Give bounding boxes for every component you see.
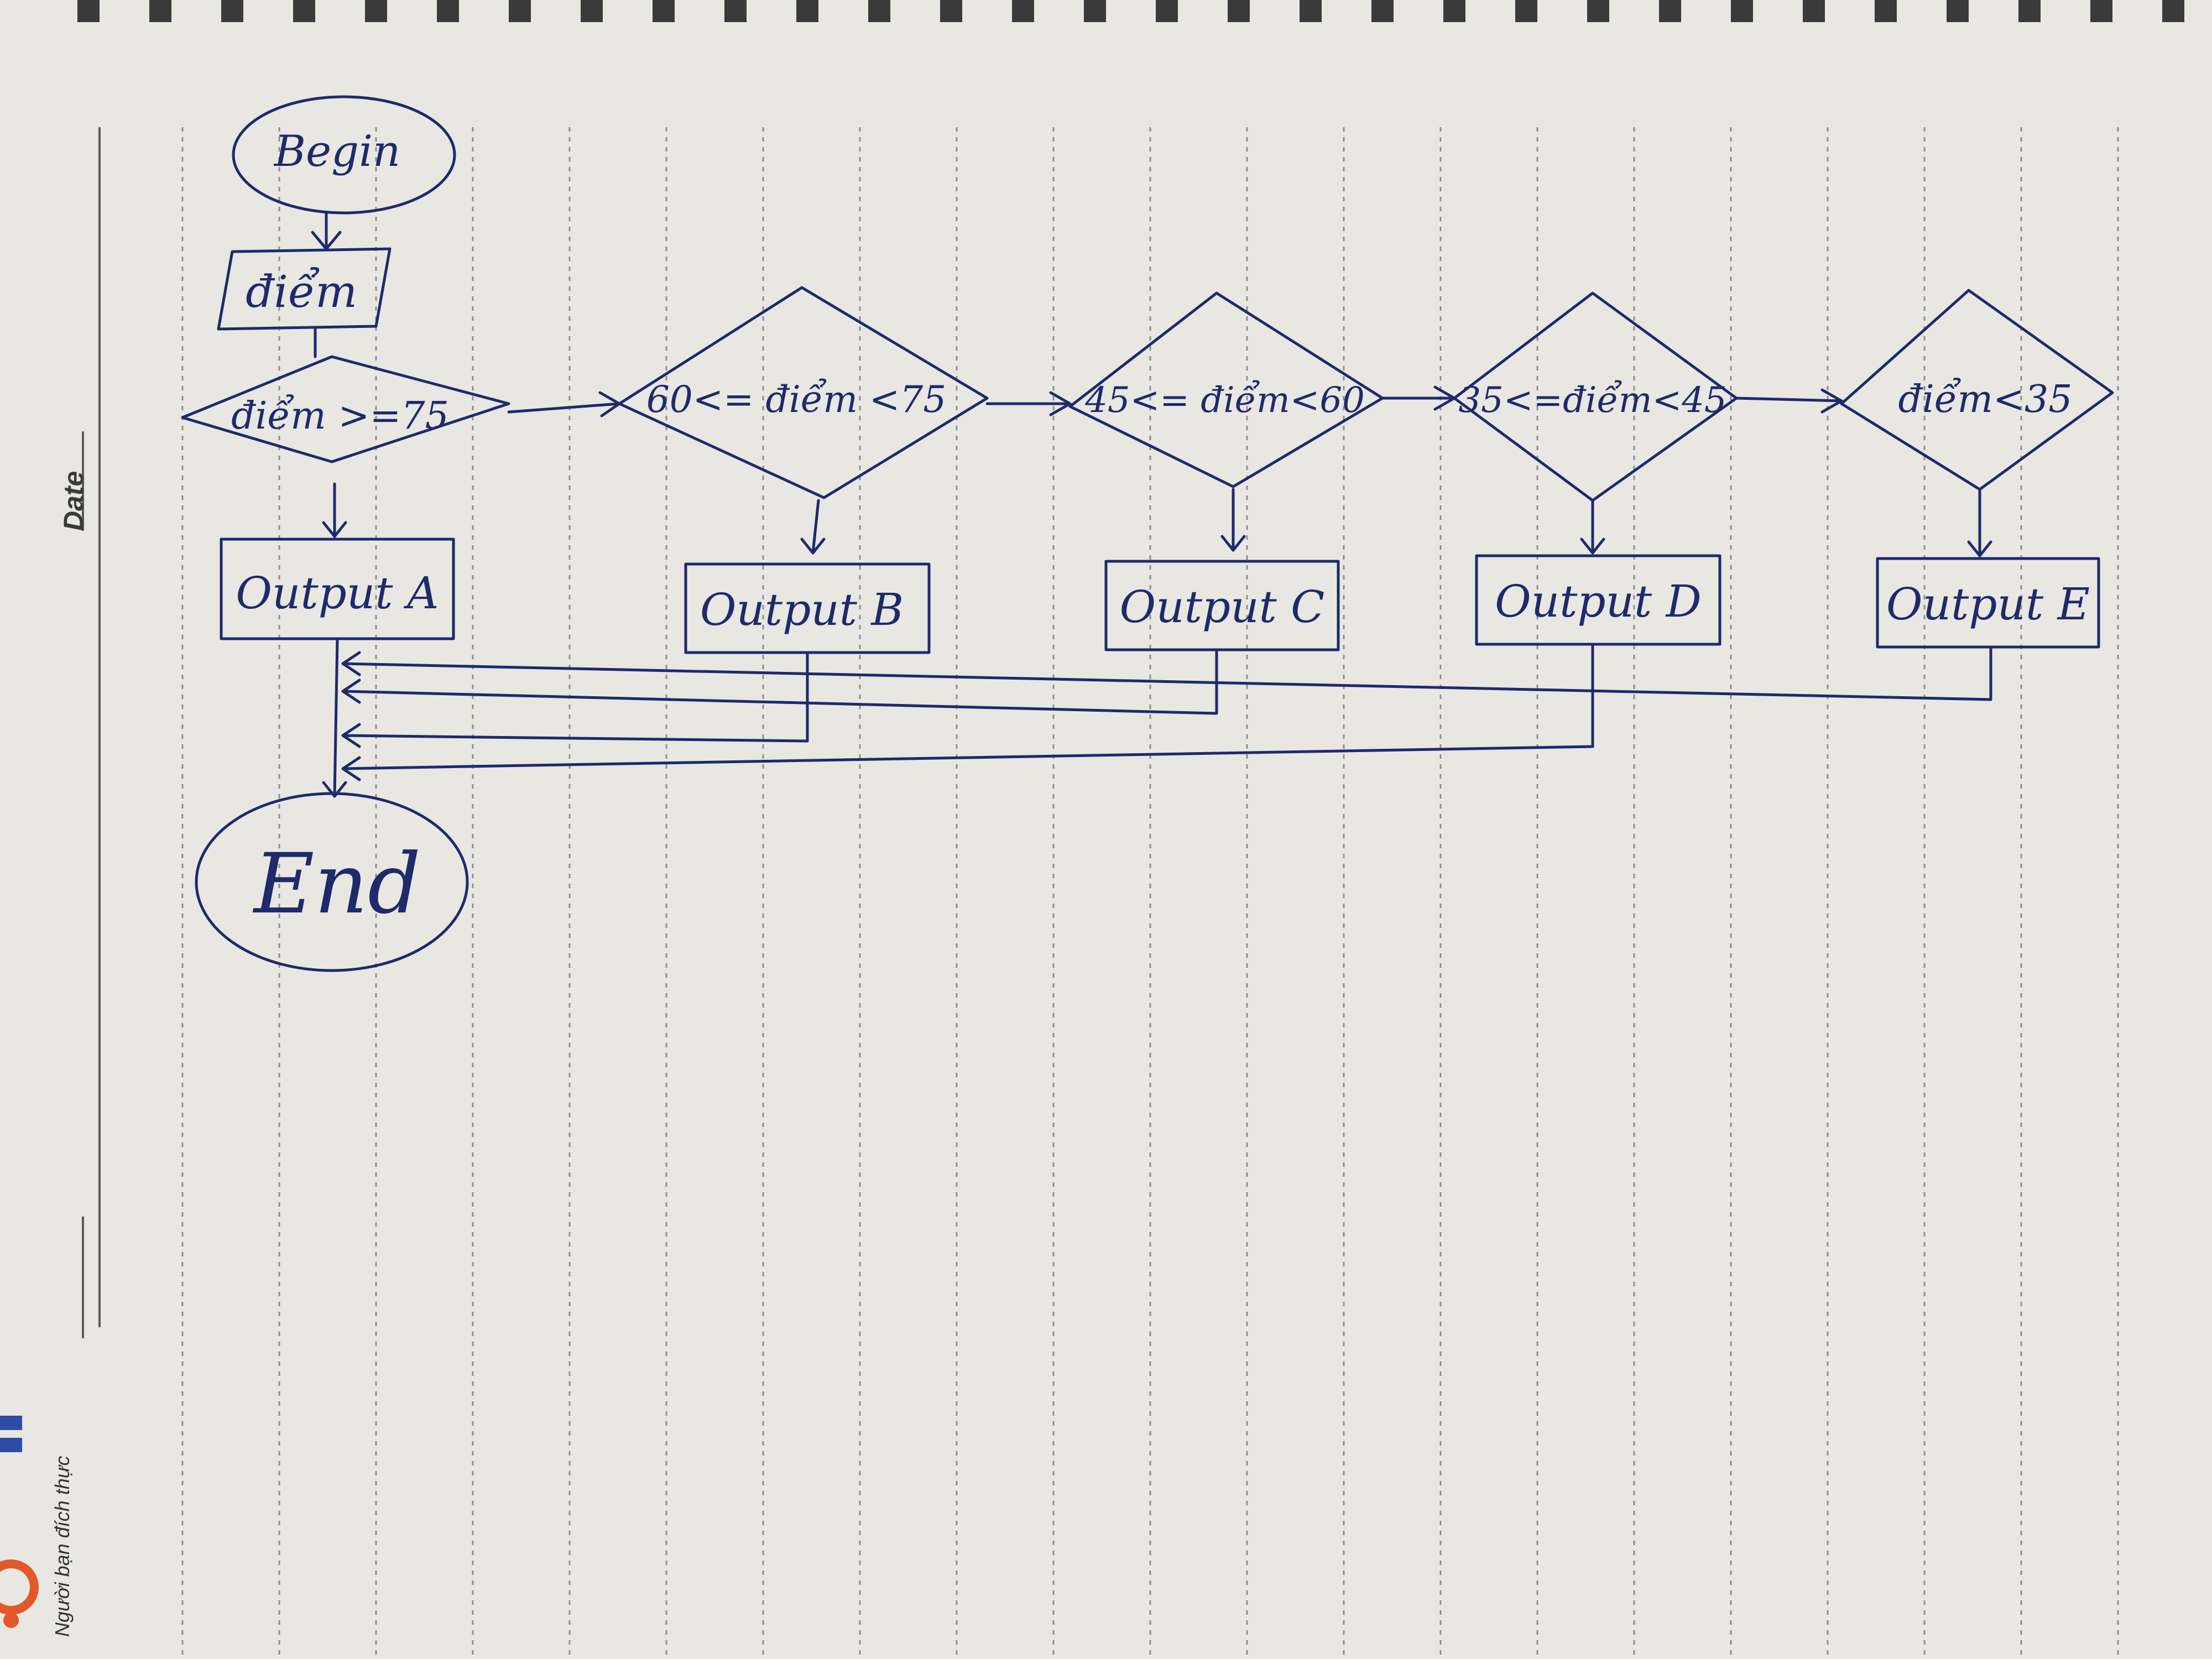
margin-lines bbox=[82, 127, 101, 1338]
spiral-ring bbox=[1587, 0, 1609, 22]
spiral-binding bbox=[77, 0, 2184, 22]
decision-5-label: điểm<35 bbox=[1898, 378, 2072, 421]
spiral-ring bbox=[221, 0, 243, 22]
return-line-output-b bbox=[341, 651, 809, 748]
output-c-box bbox=[1104, 560, 1340, 651]
arrow-d2-to-outB bbox=[800, 499, 826, 555]
spiral-ring bbox=[796, 0, 818, 22]
brand-tagline: Người bạn đích thực bbox=[51, 1455, 74, 1637]
arrow-d3-to-d4 bbox=[1381, 385, 1456, 411]
arrow-d2-to-d3 bbox=[985, 391, 1072, 416]
spiral-ring bbox=[1731, 0, 1753, 22]
spiral-ring bbox=[1803, 0, 1825, 22]
arrow-d3-to-outC bbox=[1220, 488, 1246, 552]
spiral-ring bbox=[365, 0, 387, 22]
spiral-ring bbox=[1371, 0, 1394, 22]
spiral-ring bbox=[509, 0, 531, 22]
arrow-d4-to-outD bbox=[1580, 499, 1605, 555]
arrow-d1-to-d2 bbox=[507, 391, 621, 418]
output-a-label: Output A bbox=[236, 567, 439, 619]
return-line-output-c bbox=[341, 648, 1218, 715]
spiral-ring bbox=[1228, 0, 1250, 22]
decision-2-label: 60<= điểm <75 bbox=[646, 378, 946, 421]
arrow-d4-to-d5 bbox=[1735, 388, 1843, 414]
output-d-label: Output D bbox=[1495, 576, 1702, 627]
date-label: Date bbox=[58, 471, 89, 531]
input-box bbox=[217, 247, 392, 331]
input-label: điểm bbox=[246, 266, 357, 317]
output-b-label: Output B bbox=[700, 584, 904, 635]
decision-1-label: điểm >=75 bbox=[231, 394, 449, 438]
spiral-ring bbox=[2090, 0, 2112, 22]
spiral-ring bbox=[77, 0, 100, 22]
decision-5 bbox=[1840, 289, 2114, 491]
spiral-ring bbox=[1659, 0, 1681, 22]
spiral-ring bbox=[581, 0, 603, 22]
dotted-rule-lines bbox=[181, 127, 2119, 1659]
spiral-ring bbox=[1443, 0, 1465, 22]
spiral-ring bbox=[149, 0, 171, 22]
return-line-output-d bbox=[341, 643, 1594, 781]
spiral-ring bbox=[1515, 0, 1537, 22]
spiral-ring bbox=[2018, 0, 2041, 22]
spiral-ring bbox=[868, 0, 890, 22]
flowchart: Begin điểm điểm >=75 60<= điểm <75 45<= … bbox=[181, 95, 2114, 972]
output-d-box bbox=[1475, 554, 1721, 646]
spiral-ring bbox=[1012, 0, 1034, 22]
end-terminal bbox=[195, 792, 469, 972]
spiral-ring bbox=[293, 0, 315, 22]
spiral-ring bbox=[1947, 0, 1969, 22]
brand-logo bbox=[0, 1416, 39, 1628]
spiral-ring bbox=[724, 0, 747, 22]
spiral-ring bbox=[1156, 0, 1178, 22]
decision-1 bbox=[181, 355, 510, 463]
spiral-ring bbox=[653, 0, 675, 22]
line-output-a-to-end bbox=[322, 637, 347, 798]
spiral-ring bbox=[940, 0, 962, 22]
spiral-ring bbox=[1084, 0, 1106, 22]
decision-4-label: 35<=điểm<45 bbox=[1458, 380, 1726, 421]
spiral-ring bbox=[1300, 0, 1322, 22]
decision-3-label: 45<= điểm<60 bbox=[1084, 380, 1365, 421]
start-terminal bbox=[232, 95, 456, 215]
arrow-d1-to-outA bbox=[322, 482, 347, 538]
end-label: End bbox=[252, 836, 421, 932]
spiral-ring bbox=[1875, 0, 1897, 22]
spiral-ring bbox=[2162, 0, 2184, 22]
output-e-box bbox=[1876, 557, 2100, 649]
output-c-label: Output C bbox=[1120, 581, 1325, 633]
decision-2 bbox=[618, 286, 989, 499]
return-line-output-e bbox=[341, 645, 1992, 701]
arrow-d5-to-outE bbox=[1967, 488, 1992, 557]
output-e-label: Output E bbox=[1886, 578, 2090, 630]
start-label: Begin bbox=[273, 127, 401, 176]
spiral-ring bbox=[437, 0, 459, 22]
